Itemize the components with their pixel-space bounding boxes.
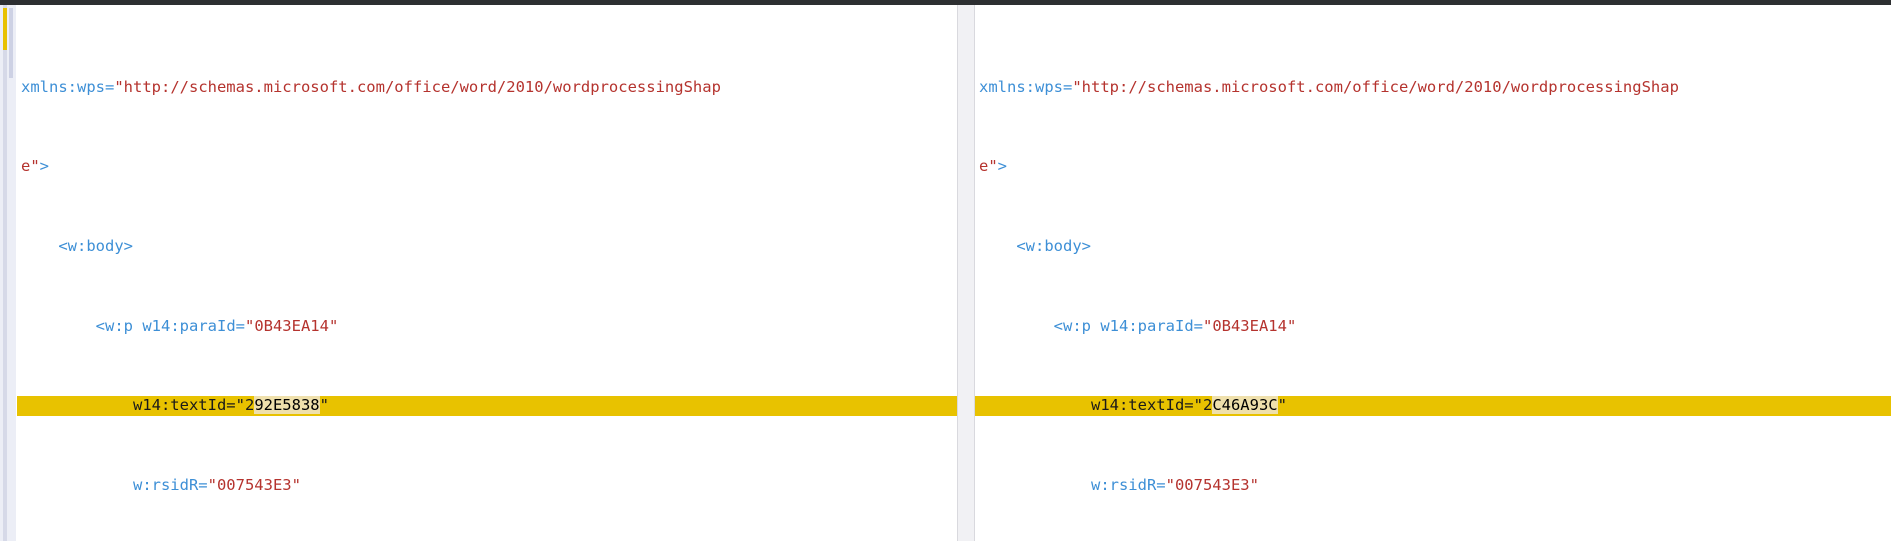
left-code-body: xmlns:wps="http://schemas.microsoft.com/… bbox=[17, 5, 957, 541]
code-line: <w:body> bbox=[1016, 236, 1091, 255]
code-line: e"> bbox=[21, 157, 50, 176]
code-line: xmlns:wps="http://schemas.microsoft.com/… bbox=[979, 77, 1679, 96]
code-line: w:rsidR="007543E3" bbox=[132, 475, 301, 494]
gutter-change-marker[interactable] bbox=[3, 8, 7, 50]
code-line-changed: w14:textId="292E5838" bbox=[17, 396, 957, 417]
left-pane-original[interactable]: xmlns:wps="http://schemas.microsoft.com/… bbox=[17, 5, 957, 541]
right-pane-modified[interactable]: xmlns:wps="http://schemas.microsoft.com/… bbox=[975, 5, 1891, 541]
code-line: e"> bbox=[979, 157, 1008, 176]
window-top-bar bbox=[0, 0, 1891, 5]
pane-divider[interactable] bbox=[957, 5, 975, 541]
code-line: w:rsidR="007543E3" bbox=[1090, 475, 1259, 494]
diff-viewer: xmlns:wps="http://schemas.microsoft.com/… bbox=[0, 5, 1891, 541]
gutter-scroll-thumb[interactable] bbox=[9, 8, 13, 78]
code-line: xmlns:wps="http://schemas.microsoft.com/… bbox=[21, 77, 721, 96]
code-line: <w:body> bbox=[58, 236, 133, 255]
code-line: <w:p w14:paraId="0B43EA14" bbox=[1053, 316, 1297, 335]
right-code-body: xmlns:wps="http://schemas.microsoft.com/… bbox=[975, 5, 1891, 541]
code-line-changed: w14:textId="2C46A93C" bbox=[975, 396, 1891, 417]
diff-overview-gutter[interactable] bbox=[0, 5, 17, 541]
code-line: <w:p w14:paraId="0B43EA14" bbox=[95, 316, 339, 335]
gutter-track bbox=[3, 5, 7, 541]
